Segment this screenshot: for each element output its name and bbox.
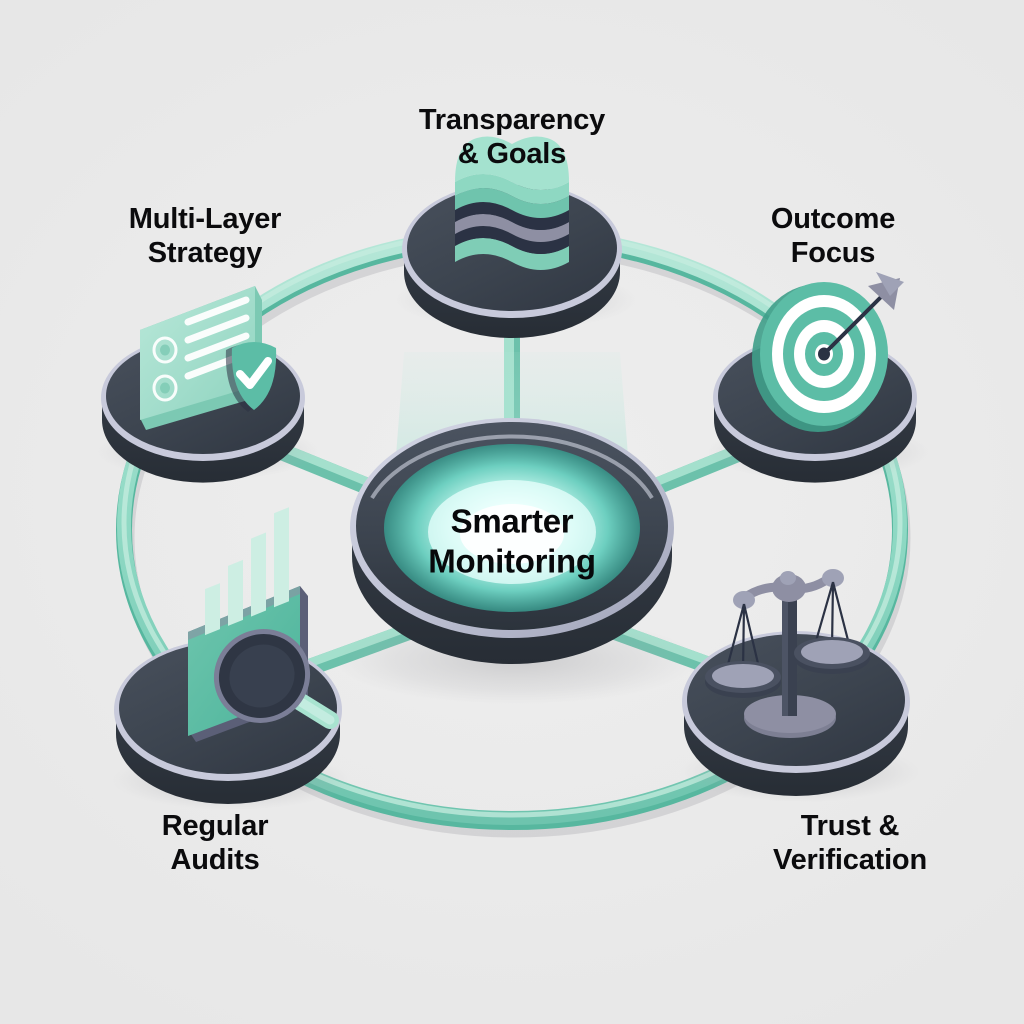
chart-magnifier-icon [188, 507, 339, 742]
layered-stack-icon [455, 136, 569, 270]
checklist-shield-icon [140, 286, 277, 430]
balance-scales-icon [705, 569, 870, 738]
node-outcome-focus[interactable] [706, 272, 930, 483]
target-arrow-icon [752, 272, 904, 432]
node-multi-layer-strategy[interactable] [96, 286, 320, 483]
node-trust-verification[interactable] [680, 569, 920, 802]
hub-platform [336, 418, 696, 704]
node-regular-audits[interactable] [112, 507, 352, 810]
node-transparency-goals[interactable] [396, 136, 636, 338]
